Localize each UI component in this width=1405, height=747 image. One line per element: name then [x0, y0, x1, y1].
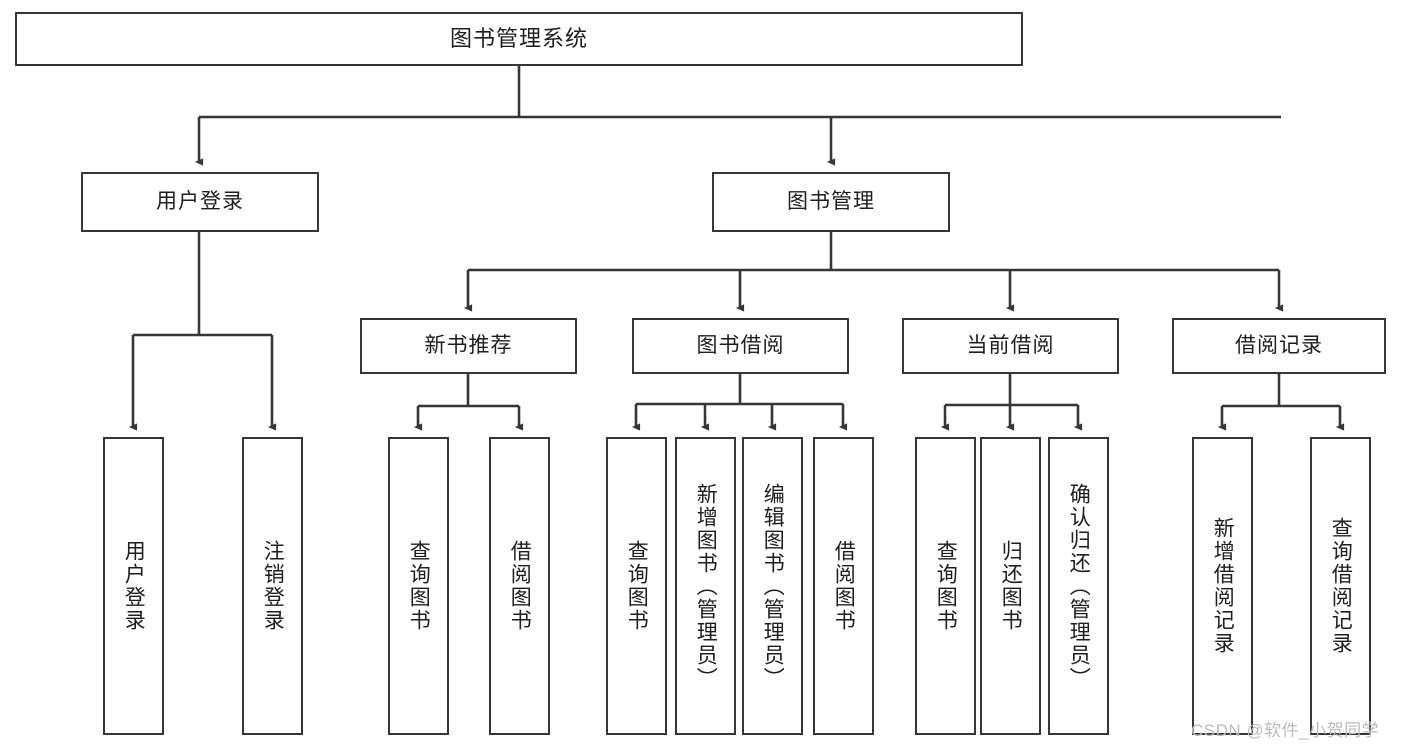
node-user-login[interactable]: 用户登录	[81, 172, 319, 232]
node-label: 借阅记录	[1235, 334, 1323, 358]
node-label: 借阅图书	[508, 540, 532, 632]
node-label: 查询图书	[934, 540, 958, 632]
leaf-confirm-return-admin[interactable]: 确认归还（管理员）	[1048, 437, 1109, 735]
node-label: 编辑图书（管理员）	[761, 482, 785, 690]
node-root-library-system[interactable]: 图书管理系统	[15, 12, 1023, 66]
node-label: 借阅图书	[832, 540, 856, 632]
node-label: 确认归还（管理员）	[1067, 482, 1091, 690]
leaf-query-borrow-record[interactable]: 查询借阅记录	[1310, 437, 1371, 735]
leaf-return-books[interactable]: 归还图书	[980, 437, 1041, 735]
node-book-management[interactable]: 图书管理	[712, 172, 950, 232]
watermark-text: CSDN @软件_小贺同学	[1191, 721, 1380, 740]
node-label: 归还图书	[999, 540, 1023, 632]
leaf-logout[interactable]: 注销登录	[242, 437, 303, 735]
leaf-borrow-books-recommend[interactable]: 借阅图书	[489, 437, 550, 735]
node-label: 查询图书	[625, 540, 649, 632]
node-book-borrowing[interactable]: 图书借阅	[632, 318, 849, 374]
node-label: 新增借阅记录	[1211, 517, 1235, 655]
leaf-query-books-recommend[interactable]: 查询图书	[388, 437, 449, 735]
node-current-borrowing[interactable]: 当前借阅	[902, 318, 1119, 374]
leaf-edit-book-admin[interactable]: 编辑图书（管理员）	[742, 437, 803, 735]
node-label: 图书管理	[787, 190, 875, 214]
node-borrowing-records[interactable]: 借阅记录	[1172, 318, 1386, 374]
leaf-borrow-books[interactable]: 借阅图书	[813, 437, 874, 735]
leaf-query-books-borrow[interactable]: 查询图书	[606, 437, 667, 735]
node-label: 新增图书（管理员）	[694, 482, 718, 690]
node-new-book-recommendation[interactable]: 新书推荐	[360, 318, 577, 374]
leaf-add-borrow-record[interactable]: 新增借阅记录	[1192, 437, 1253, 735]
node-label: 新书推荐	[424, 334, 513, 358]
node-label: 用户登录	[122, 540, 146, 632]
node-label: 注销登录	[261, 540, 285, 632]
node-label: 图书借阅	[696, 334, 785, 358]
leaf-add-book-admin[interactable]: 新增图书（管理员）	[675, 437, 736, 735]
node-label: 图书管理系统	[449, 25, 588, 51]
leaf-query-books-current[interactable]: 查询图书	[915, 437, 976, 735]
node-label: 查询借阅记录	[1329, 517, 1353, 655]
node-label: 用户登录	[156, 190, 244, 214]
leaf-user-login[interactable]: 用户登录	[103, 437, 164, 735]
node-label: 查询图书	[407, 540, 431, 632]
node-label: 当前借阅	[966, 334, 1055, 358]
